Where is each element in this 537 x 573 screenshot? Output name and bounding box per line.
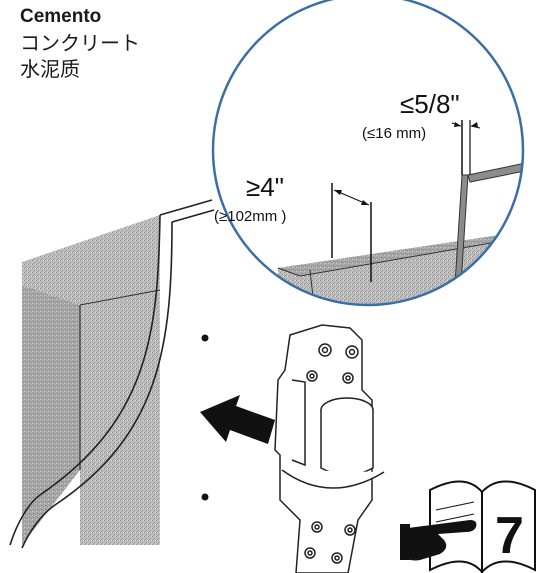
material-label-en: Cemento <box>20 6 102 27</box>
pointing-hand-icon <box>400 520 477 561</box>
detail-callout <box>211 0 525 307</box>
bullet-dot <box>201 493 209 501</box>
panel-edge <box>9 199 215 549</box>
concrete-wall <box>22 215 161 545</box>
edge-min-inch: ≥4" <box>246 172 284 202</box>
material-label: Cemento コンクリート 水泥质 <box>20 4 140 82</box>
gap-max-inch: ≤5/8" <box>400 89 460 119</box>
material-label-ja: コンクリート <box>20 31 140 55</box>
page-reference-number: 7 <box>495 507 524 565</box>
material-label-zh: 水泥质 <box>20 57 80 81</box>
mounting-bracket-icon <box>274 324 385 573</box>
bullet-dot <box>201 334 209 342</box>
gap-max-mm: (≤16 mm) <box>362 125 426 142</box>
arrow-left-icon <box>200 395 275 444</box>
edge-min-mm: (≥102mm ) <box>214 208 286 225</box>
